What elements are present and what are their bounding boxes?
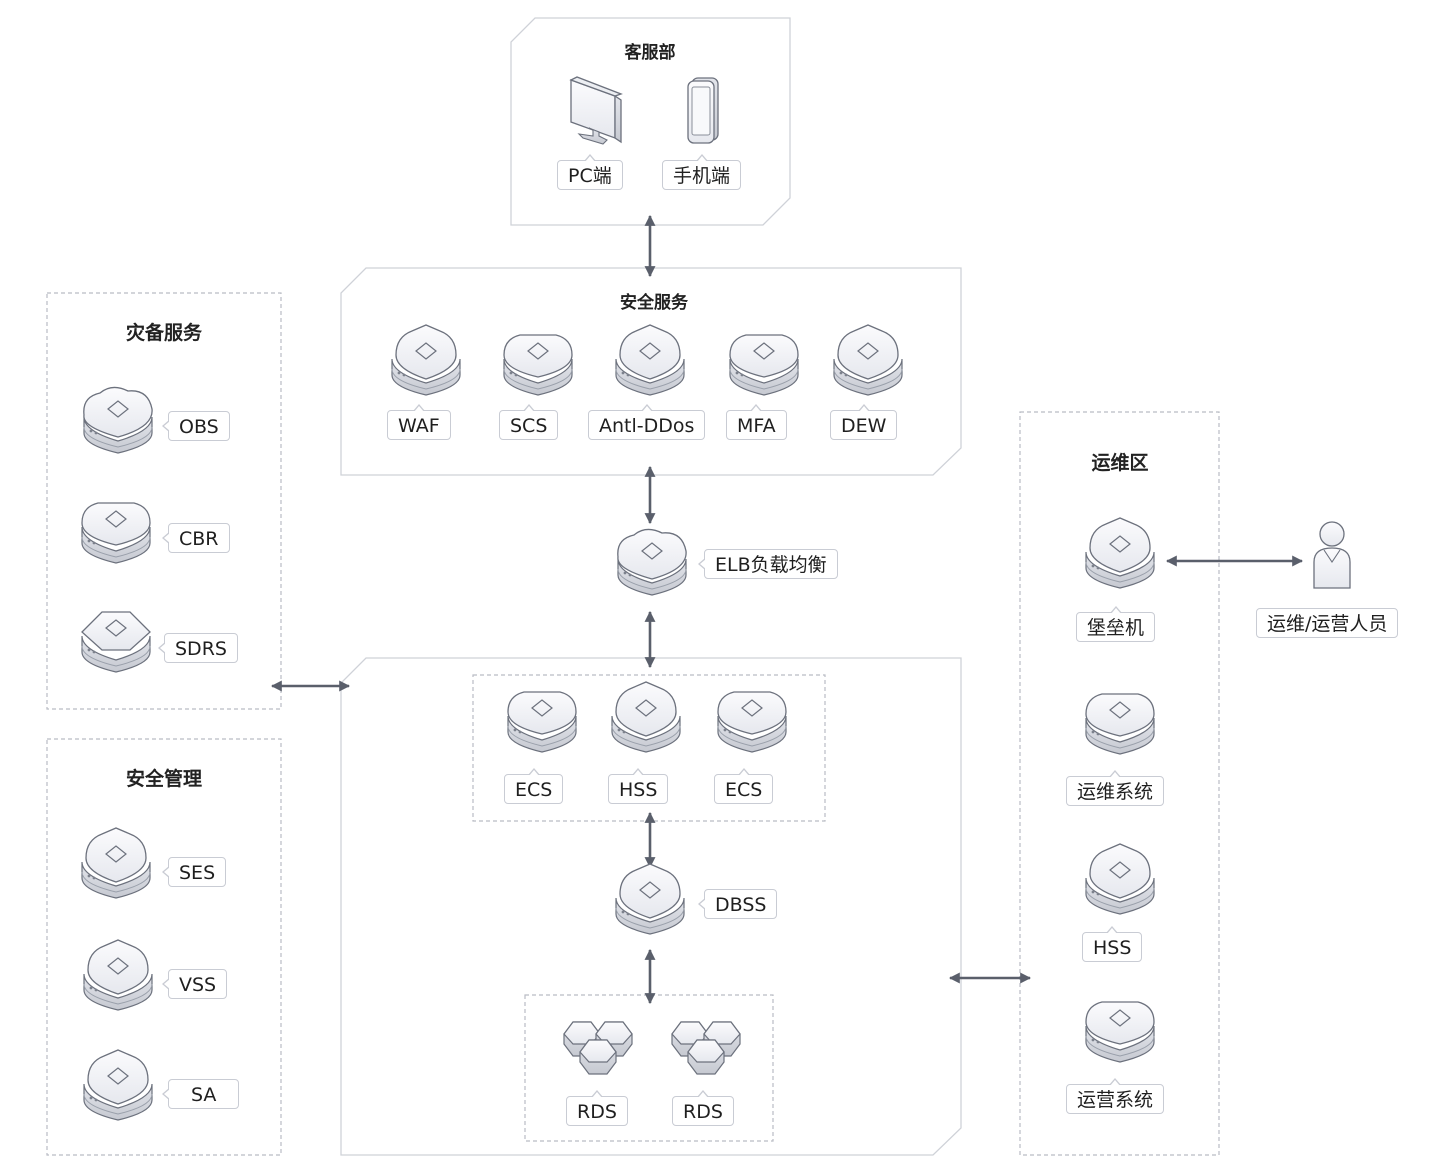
pc-label: PC端	[557, 154, 623, 190]
customer-service-title: 客服部	[624, 43, 676, 63]
security-management-box	[46, 738, 282, 1156]
sdrs-label: SDRS	[158, 633, 238, 663]
mfa-server-icon	[729, 334, 799, 396]
scs-label: SCS	[499, 404, 559, 440]
bastion-label: 堡垒机	[1076, 606, 1156, 642]
sdrs-hex-icon	[81, 611, 151, 673]
monitor-icon	[569, 76, 623, 145]
rds-db-icon-1	[563, 1021, 633, 1075]
dbss-shield-icon	[615, 863, 685, 935]
ses-shield-icon	[81, 827, 151, 899]
ecs-label-2: ECS	[714, 768, 774, 804]
vss-label: VSS	[161, 969, 228, 999]
cbr-box-icon	[81, 502, 151, 564]
hss-label-ops: HSS	[1082, 926, 1143, 962]
anti-ddos-shield-icon	[615, 324, 685, 396]
waf-shield-icon	[391, 324, 461, 396]
dew-label: DEW	[830, 404, 898, 440]
rds-group-box	[524, 994, 774, 1142]
cbr-label: CBR	[162, 523, 230, 553]
ops-system-label: 运维系统	[1066, 770, 1165, 806]
hss-shield-icon-core	[611, 681, 681, 753]
vss-radar-icon	[83, 939, 153, 1011]
ecs-label-1: ECS	[504, 768, 564, 804]
ecs-server-icon-1	[507, 691, 577, 753]
mobile-label: 手机端	[662, 154, 742, 190]
rds-label-1: RDS	[566, 1090, 628, 1126]
operation-system-icon	[1085, 1001, 1155, 1063]
security-management-title: 安全管理	[125, 768, 203, 790]
obs-cloud-icon	[83, 386, 153, 454]
sa-shield-icon	[83, 1049, 153, 1121]
obs-label: OBS	[162, 411, 230, 441]
elb-label: ELB负载均衡	[698, 549, 838, 579]
disaster-recovery-title: 灾备服务	[125, 322, 203, 344]
elb-cloud-icon	[617, 528, 687, 596]
operation-system-label: 运营系统	[1066, 1078, 1165, 1114]
ecs-server-icon-2	[717, 691, 787, 753]
rds-db-icon-2	[671, 1021, 741, 1075]
scs-server-icon	[503, 334, 573, 396]
mfa-label: MFA	[726, 404, 787, 440]
mobile-phone-icon	[687, 77, 719, 144]
security-services-title: 安全服务	[620, 293, 688, 313]
person-icon	[1313, 521, 1351, 589]
sa-label: SA	[161, 1079, 240, 1109]
waf-label: WAF	[387, 404, 451, 440]
ops-zone-title: 运维区	[1091, 452, 1149, 474]
person-label: 运维/运营人员	[1256, 608, 1399, 638]
hss-shield-icon-ops	[1085, 843, 1155, 915]
ses-label: SES	[161, 857, 227, 887]
anti-ddos-label: Antl-DDos	[588, 404, 706, 440]
dbss-label: DBSS	[697, 889, 778, 919]
dew-shield-icon	[833, 324, 903, 396]
hss-label-core: HSS	[608, 768, 669, 804]
rds-label-2: RDS	[672, 1090, 734, 1126]
bastion-shield-icon	[1085, 517, 1155, 589]
ops-system-icon	[1085, 693, 1155, 755]
